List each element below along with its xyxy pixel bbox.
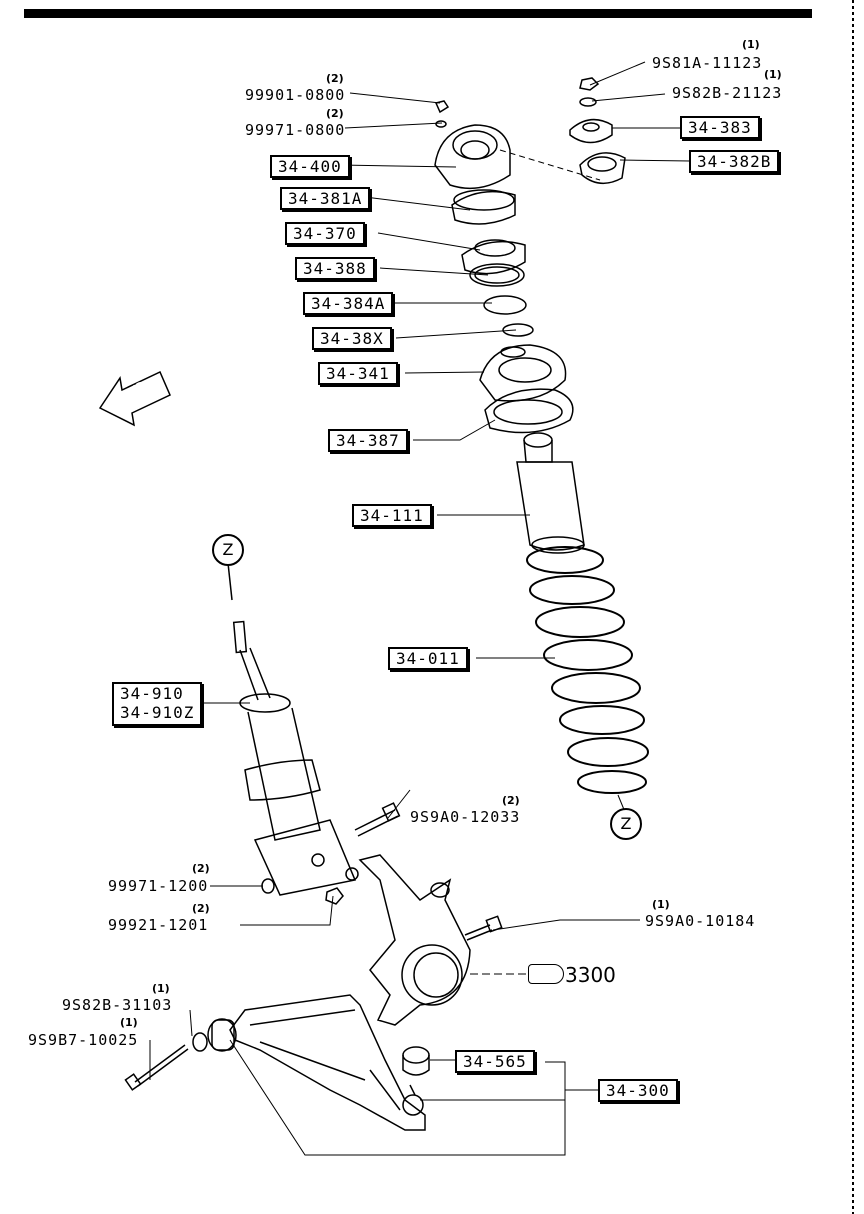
part-9s82b-21123[interactable]: 9S82B-21123 xyxy=(672,84,783,102)
nut-washer-topright xyxy=(569,77,626,184)
qty-99921-1201: (2) xyxy=(192,902,210,915)
part-box-34-370[interactable]: 34-370 xyxy=(285,222,365,245)
part-box-34-381a[interactable]: 34-381A xyxy=(280,187,371,210)
coil-spring xyxy=(526,546,649,813)
part-box-34-388[interactable]: 34-388 xyxy=(295,257,375,280)
qty-9s9a0-10184: (1) xyxy=(652,898,670,911)
part-box-34-382b[interactable]: 34-382B xyxy=(689,150,780,173)
part-box-34-111[interactable]: 34-111 xyxy=(352,504,432,527)
shock-absorber xyxy=(227,562,359,896)
part-box-34-341[interactable]: 34-341 xyxy=(318,362,398,385)
part-box-34-565[interactable]: 34-565 xyxy=(455,1050,535,1073)
dust-boot xyxy=(516,432,585,554)
part-99971-1200[interactable]: 99971-1200 xyxy=(108,877,209,895)
part-9s82b-31103[interactable]: 9S82B-31103 xyxy=(62,996,173,1014)
lower-arm xyxy=(124,994,430,1131)
qty-99971-0800: (2) xyxy=(326,107,344,120)
part-9s9a0-10184[interactable]: 9S9A0-10184 xyxy=(645,912,756,930)
qty-99971-1200: (2) xyxy=(192,862,210,875)
part-34-910: 34-910 xyxy=(120,684,184,703)
qty-9s9b7-10025: (1) xyxy=(120,1016,138,1029)
part-box-34-300[interactable]: 34-300 xyxy=(598,1079,678,1102)
part-box-34-383[interactable]: 34-383 xyxy=(680,116,760,139)
part-box-34-387[interactable]: 34-387 xyxy=(328,429,408,452)
strut-mount-stack xyxy=(434,100,574,434)
part-box-34-400[interactable]: 34-400 xyxy=(270,155,350,178)
pointing-hand-icon xyxy=(528,964,564,984)
part-box-34-384a[interactable]: 34-384A xyxy=(303,292,394,315)
z-marker-upper: Z xyxy=(212,534,244,566)
part-99901-0800[interactable]: 99901-0800 xyxy=(245,86,346,104)
part-box-34-011[interactable]: 34-011 xyxy=(388,647,468,670)
part-box-34-38x[interactable]: 34-38X xyxy=(312,327,392,350)
steering-knuckle xyxy=(358,854,503,1026)
z-marker-lower: Z xyxy=(610,808,642,840)
leader-lines xyxy=(149,61,691,1156)
right-border xyxy=(852,0,854,1214)
part-99971-0800[interactable]: 99971-0800 xyxy=(245,121,346,139)
qty-9s82b-21123: (1) xyxy=(764,68,782,81)
qty-9s9a0-12033: (2) xyxy=(502,794,520,807)
part-9s9b7-10025[interactable]: 9S9B7-10025 xyxy=(28,1031,139,1049)
part-9s9a0-12033[interactable]: 9S9A0-12033 xyxy=(410,808,521,826)
qty-99901: (2) xyxy=(326,72,344,85)
bolt-upper xyxy=(354,802,401,837)
part-box-34-910[interactable]: 34-910 34-910Z xyxy=(112,682,203,726)
qty-9s82b-31103: (1) xyxy=(152,982,170,995)
qty-9s81a: (1) xyxy=(742,38,760,51)
part-99921-1201[interactable]: 99921-1201 xyxy=(108,916,209,934)
ref-3300[interactable]: 3300 xyxy=(565,963,616,987)
washer-nut-left xyxy=(261,878,344,905)
top-border xyxy=(24,9,812,18)
fwd-arrow xyxy=(98,370,171,427)
part-9s81a[interactable]: 9S81A-11123 xyxy=(652,54,763,72)
part-34-910z: 34-910Z xyxy=(120,703,195,722)
